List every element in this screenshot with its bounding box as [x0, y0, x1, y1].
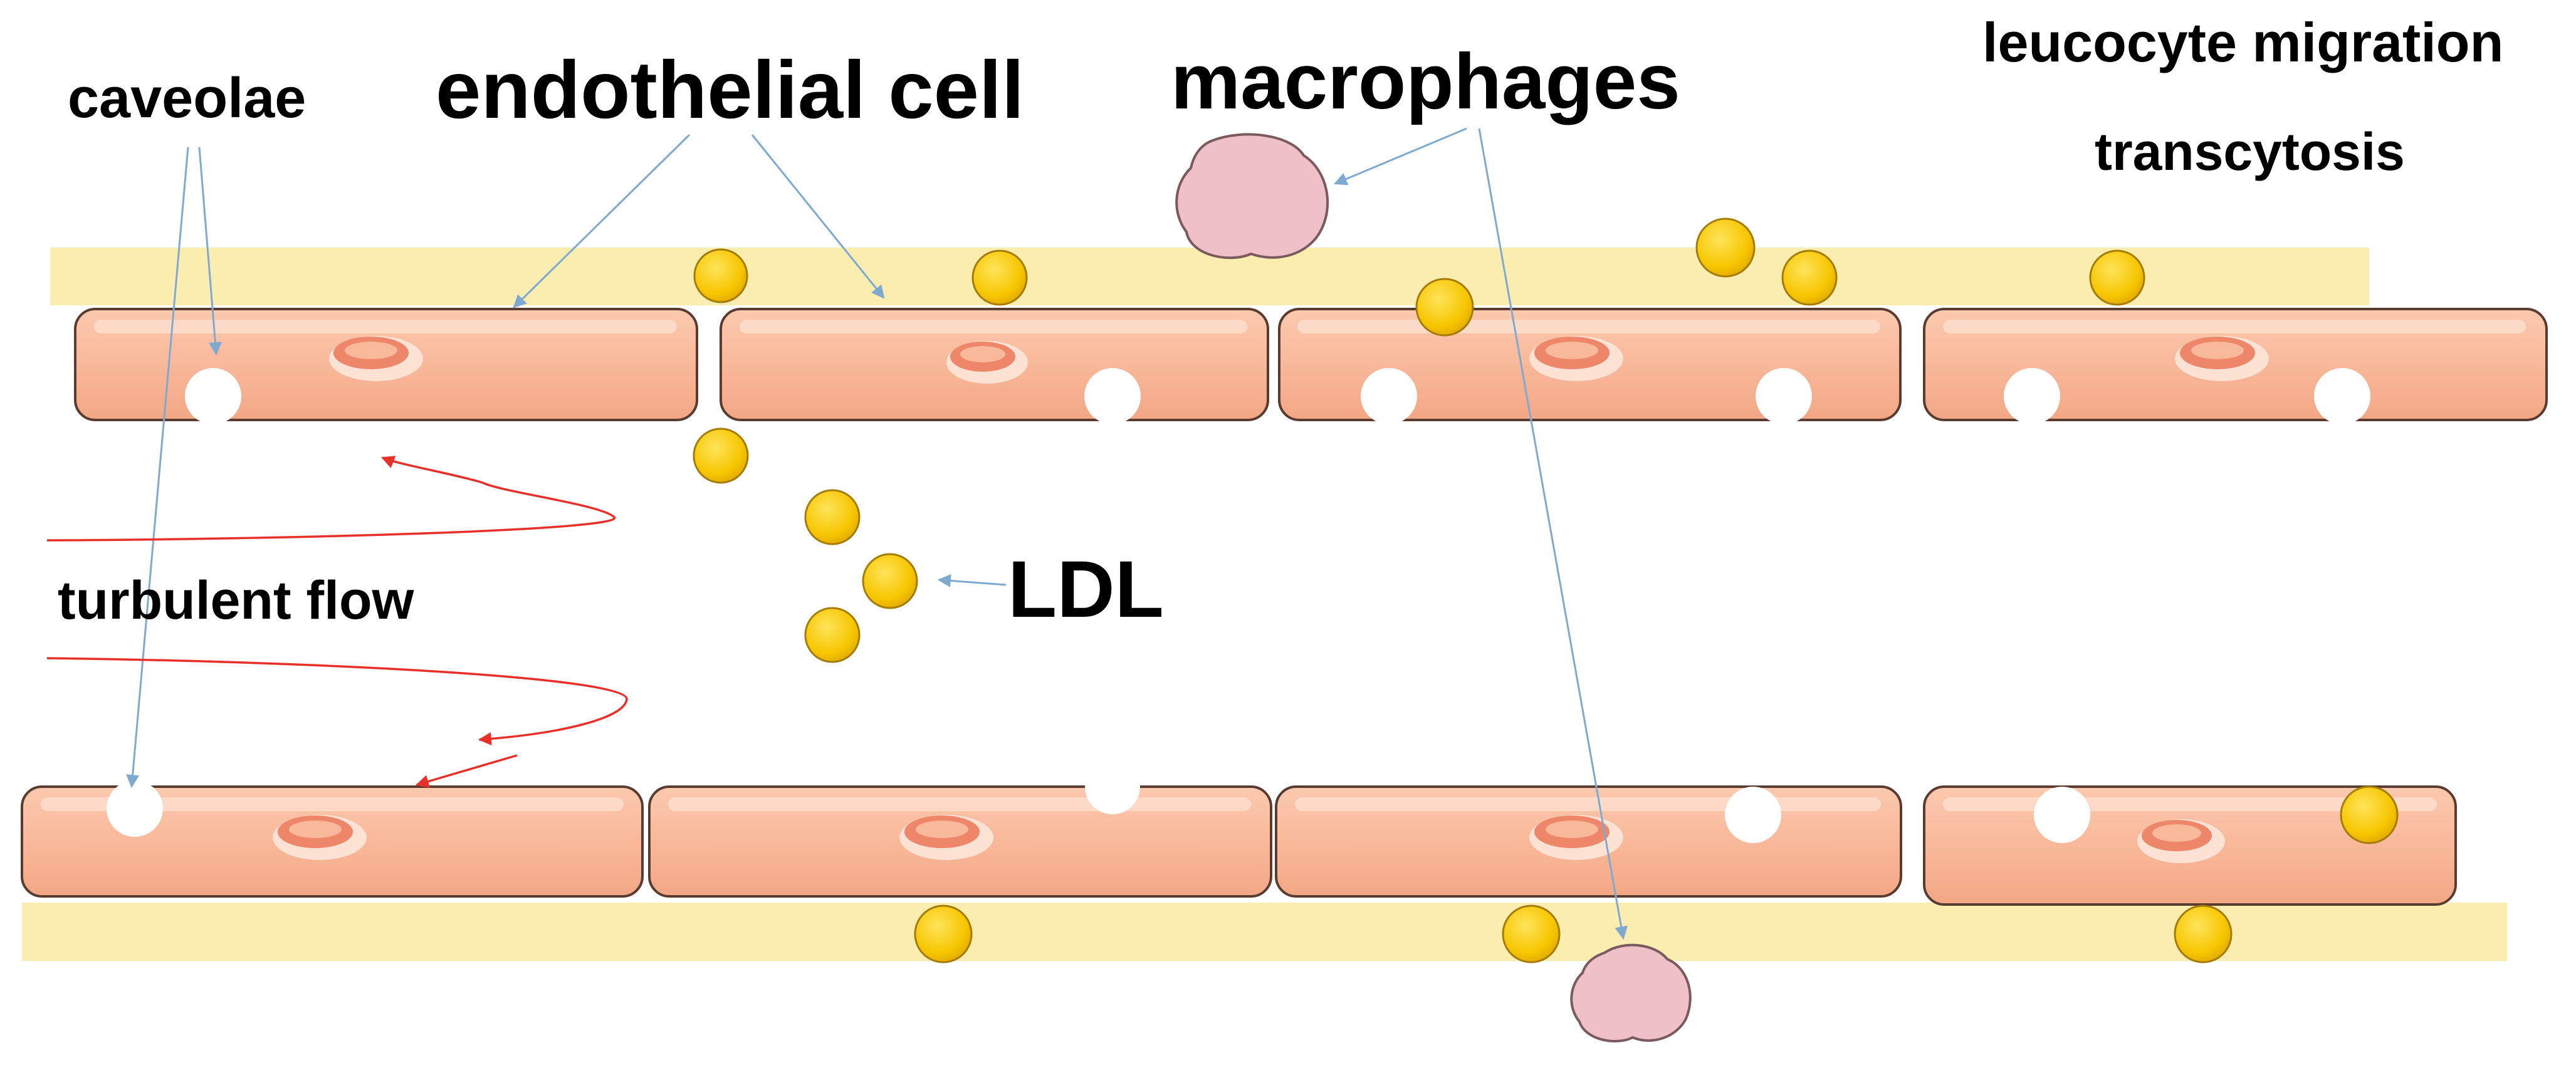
ldl-particle-icon [914, 905, 973, 963]
flow-line-top [46, 456, 616, 542]
macrophages-label: macrophages [1171, 38, 1680, 125]
ldl-pointer [937, 574, 1007, 587]
turbulent-flow-lines [46, 456, 628, 788]
caveola-icon [1756, 368, 1812, 424]
endothelial-cell-pointer [751, 134, 885, 299]
leucocyte-migration-label: leucocyte migration [1982, 11, 2504, 73]
endothelial-cell-pointer [513, 134, 691, 308]
ldl-particle-icon [1415, 278, 1474, 337]
macrophage-icon [1175, 133, 1329, 260]
ldl-particle-icon [1502, 905, 1561, 963]
caveola-icon [1361, 368, 1417, 424]
caveola-icon [1084, 368, 1141, 424]
ldl-particle-icon [2089, 249, 2145, 306]
caveola-icon [1725, 787, 1781, 843]
ldl-particle-icon [804, 607, 861, 663]
caveola-icon [2034, 787, 2090, 843]
macrophage-pointer [1478, 128, 1628, 940]
caveola-icon [185, 368, 241, 424]
endothelial-cell-icon [21, 785, 644, 898]
endothelial-cell-label: endothelial cell [436, 44, 1025, 135]
basement-membrane-top [50, 248, 2369, 305]
turbulent-flow-label: turbulent flow [58, 570, 414, 631]
ldl-particle-icon [1695, 218, 1756, 278]
ldl-particle-icon [1781, 249, 1838, 306]
endothelial-cell-icon [720, 308, 1269, 421]
caveola-icon [2314, 368, 2370, 424]
pointer-lines [126, 127, 1628, 940]
caveolae-pointer [198, 147, 222, 356]
flow-line-bottom-tail [415, 754, 518, 788]
ldl-particles [693, 218, 2399, 963]
caveolae-pointer [126, 147, 189, 789]
caveola-icon [107, 780, 163, 837]
flow-line-bottom [46, 657, 628, 746]
caveola-icon [2004, 368, 2060, 424]
ldl-particle-icon [804, 489, 861, 545]
ldl-particle-icon [862, 553, 918, 609]
ldl-particle-icon [971, 249, 1028, 306]
transcytosis-label: transcytosis [2095, 122, 2405, 181]
ldl-particle-icon [2340, 785, 2399, 844]
ldl-particle-icon [693, 428, 749, 484]
endothelial-cell-icon [1275, 785, 1902, 898]
ldl-label: LDL [1008, 545, 1164, 634]
macrophage-icon [1570, 943, 1692, 1042]
basement-membrane-bottom [22, 903, 2507, 961]
macrophage-pointer [1334, 127, 1467, 186]
endothelial-cell-icon [1923, 308, 2548, 421]
endothelial-cell-icon [648, 785, 1272, 898]
ldl-particle-icon [693, 248, 748, 303]
ldl-particle-icon [2174, 905, 2233, 963]
caveolae-label: caveolae [68, 67, 306, 130]
caveola-icon [1085, 759, 1140, 814]
